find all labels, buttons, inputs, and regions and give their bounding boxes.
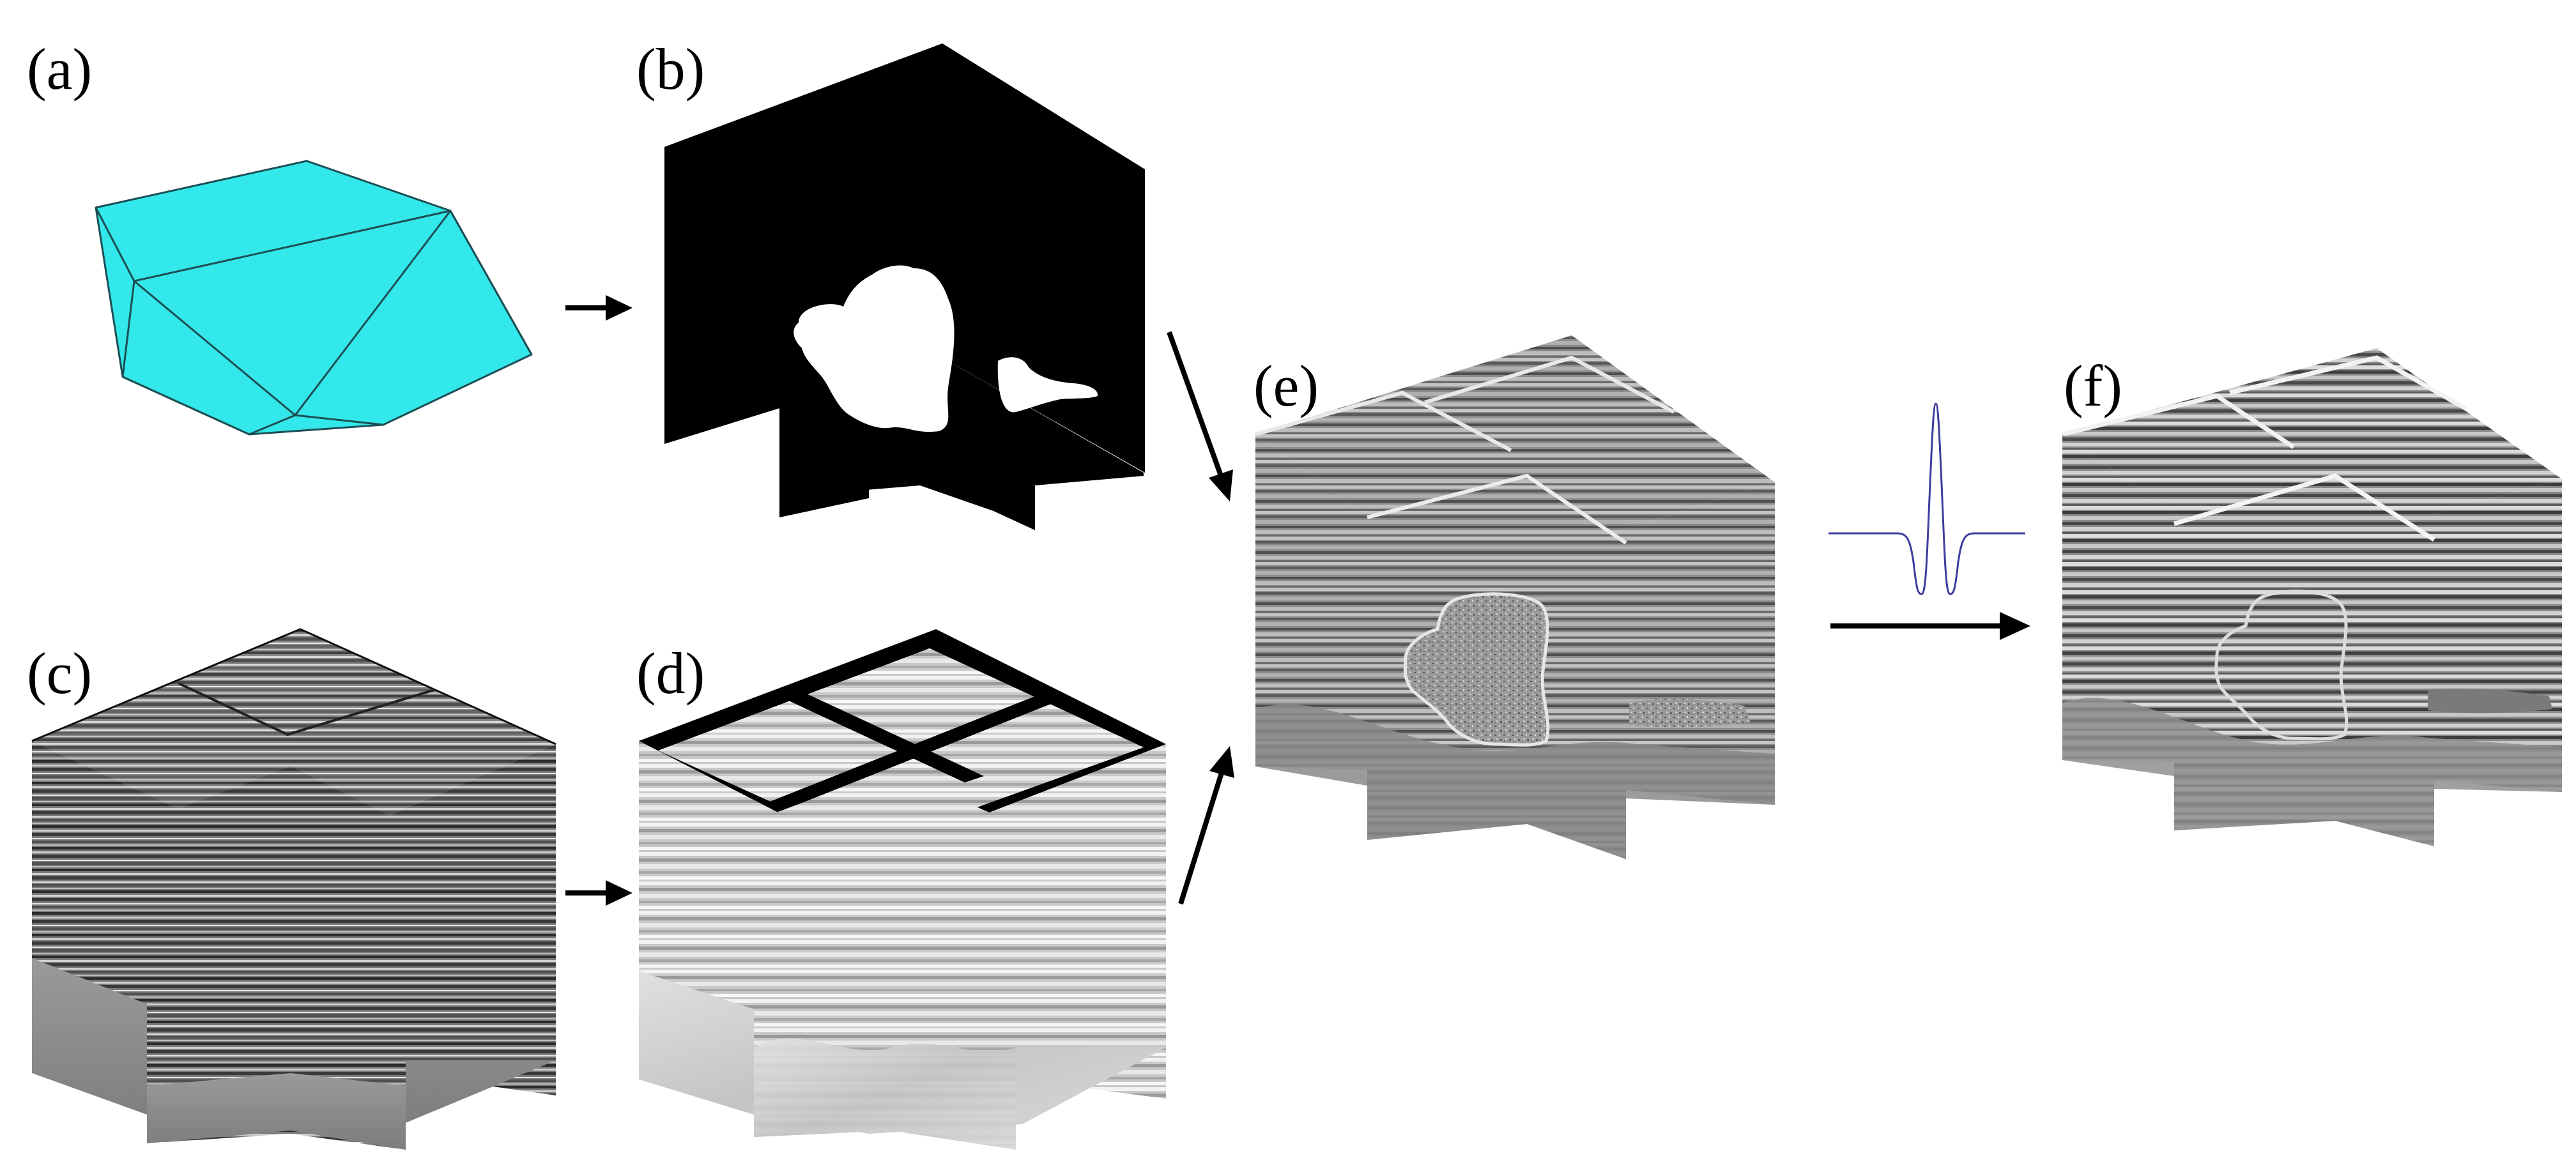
panel-label-d: (d) bbox=[636, 641, 705, 706]
diagonal-arrow-icon bbox=[1167, 331, 1233, 501]
right-arrow-icon bbox=[1830, 612, 2030, 640]
binary-mask-volume bbox=[664, 43, 1145, 530]
salt-body-f bbox=[2214, 590, 2349, 741]
panel-label-c: (c) bbox=[27, 641, 93, 706]
strata-volume-c bbox=[31, 628, 556, 1150]
panel-label-b: (b) bbox=[636, 36, 705, 102]
seismic-volume-f bbox=[2062, 348, 2562, 846]
right-arrow-icon bbox=[565, 295, 632, 321]
panel-label-e: (e) bbox=[1254, 353, 1319, 418]
ricker-wavelet-icon bbox=[1828, 402, 2025, 595]
strata-volume-d bbox=[639, 629, 1166, 1150]
salt-body-mask bbox=[793, 265, 954, 432]
combined-volume-e bbox=[1255, 335, 1775, 859]
salt-body-e bbox=[1403, 592, 1550, 747]
panel-label-a: (a) bbox=[27, 36, 93, 102]
diagonal-arrow-icon bbox=[1178, 746, 1234, 905]
panel-label-f: (f) bbox=[2064, 353, 2122, 418]
polyhedron-icon bbox=[95, 160, 533, 436]
right-arrow-icon bbox=[565, 880, 632, 906]
